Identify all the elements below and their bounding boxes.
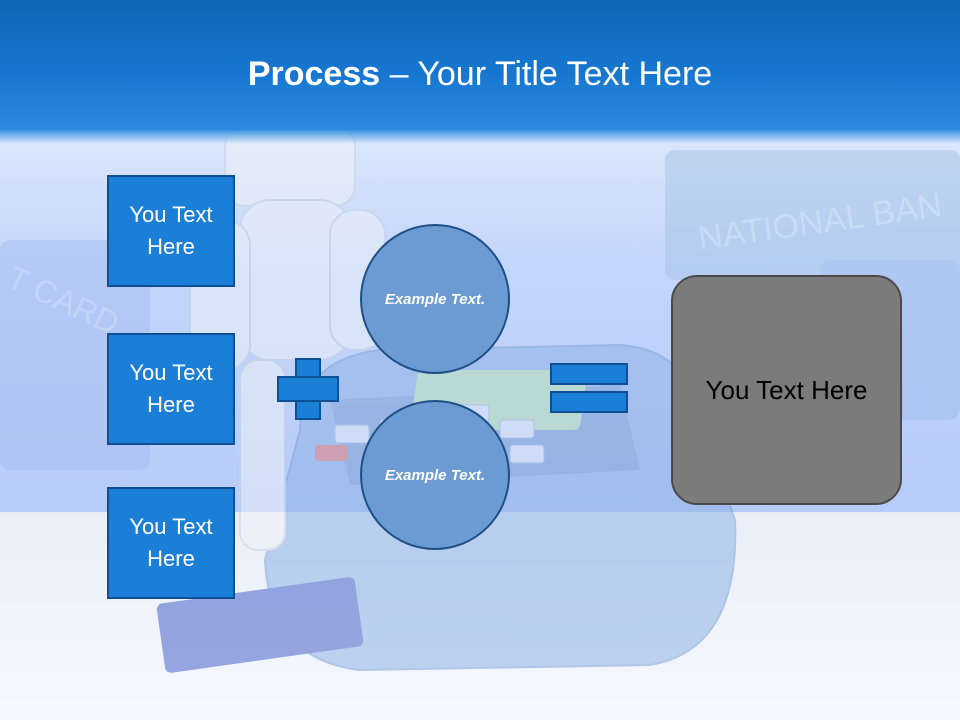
result-box[interactable]: You Text Here	[671, 275, 902, 505]
text-box-3[interactable]: You Text Here	[107, 487, 235, 599]
example-circle-2[interactable]: Example Text.	[360, 400, 510, 550]
title-separator: –	[380, 55, 418, 93]
title-regular-part: Your Title Text Here	[417, 55, 713, 93]
text-box-2[interactable]: You Text Here	[107, 333, 235, 445]
header-band: Process – Your Title Text Here	[0, 0, 960, 144]
equals-top-bar	[550, 363, 628, 385]
equals-bottom-bar	[550, 391, 628, 413]
slide-title: Process – Your Title Text Here	[0, 52, 960, 96]
plus-center	[297, 378, 319, 400]
title-bold-part: Process	[247, 55, 381, 93]
example-circle-1[interactable]: Example Text.	[360, 224, 510, 374]
text-box-1[interactable]: You Text Here	[107, 175, 235, 287]
